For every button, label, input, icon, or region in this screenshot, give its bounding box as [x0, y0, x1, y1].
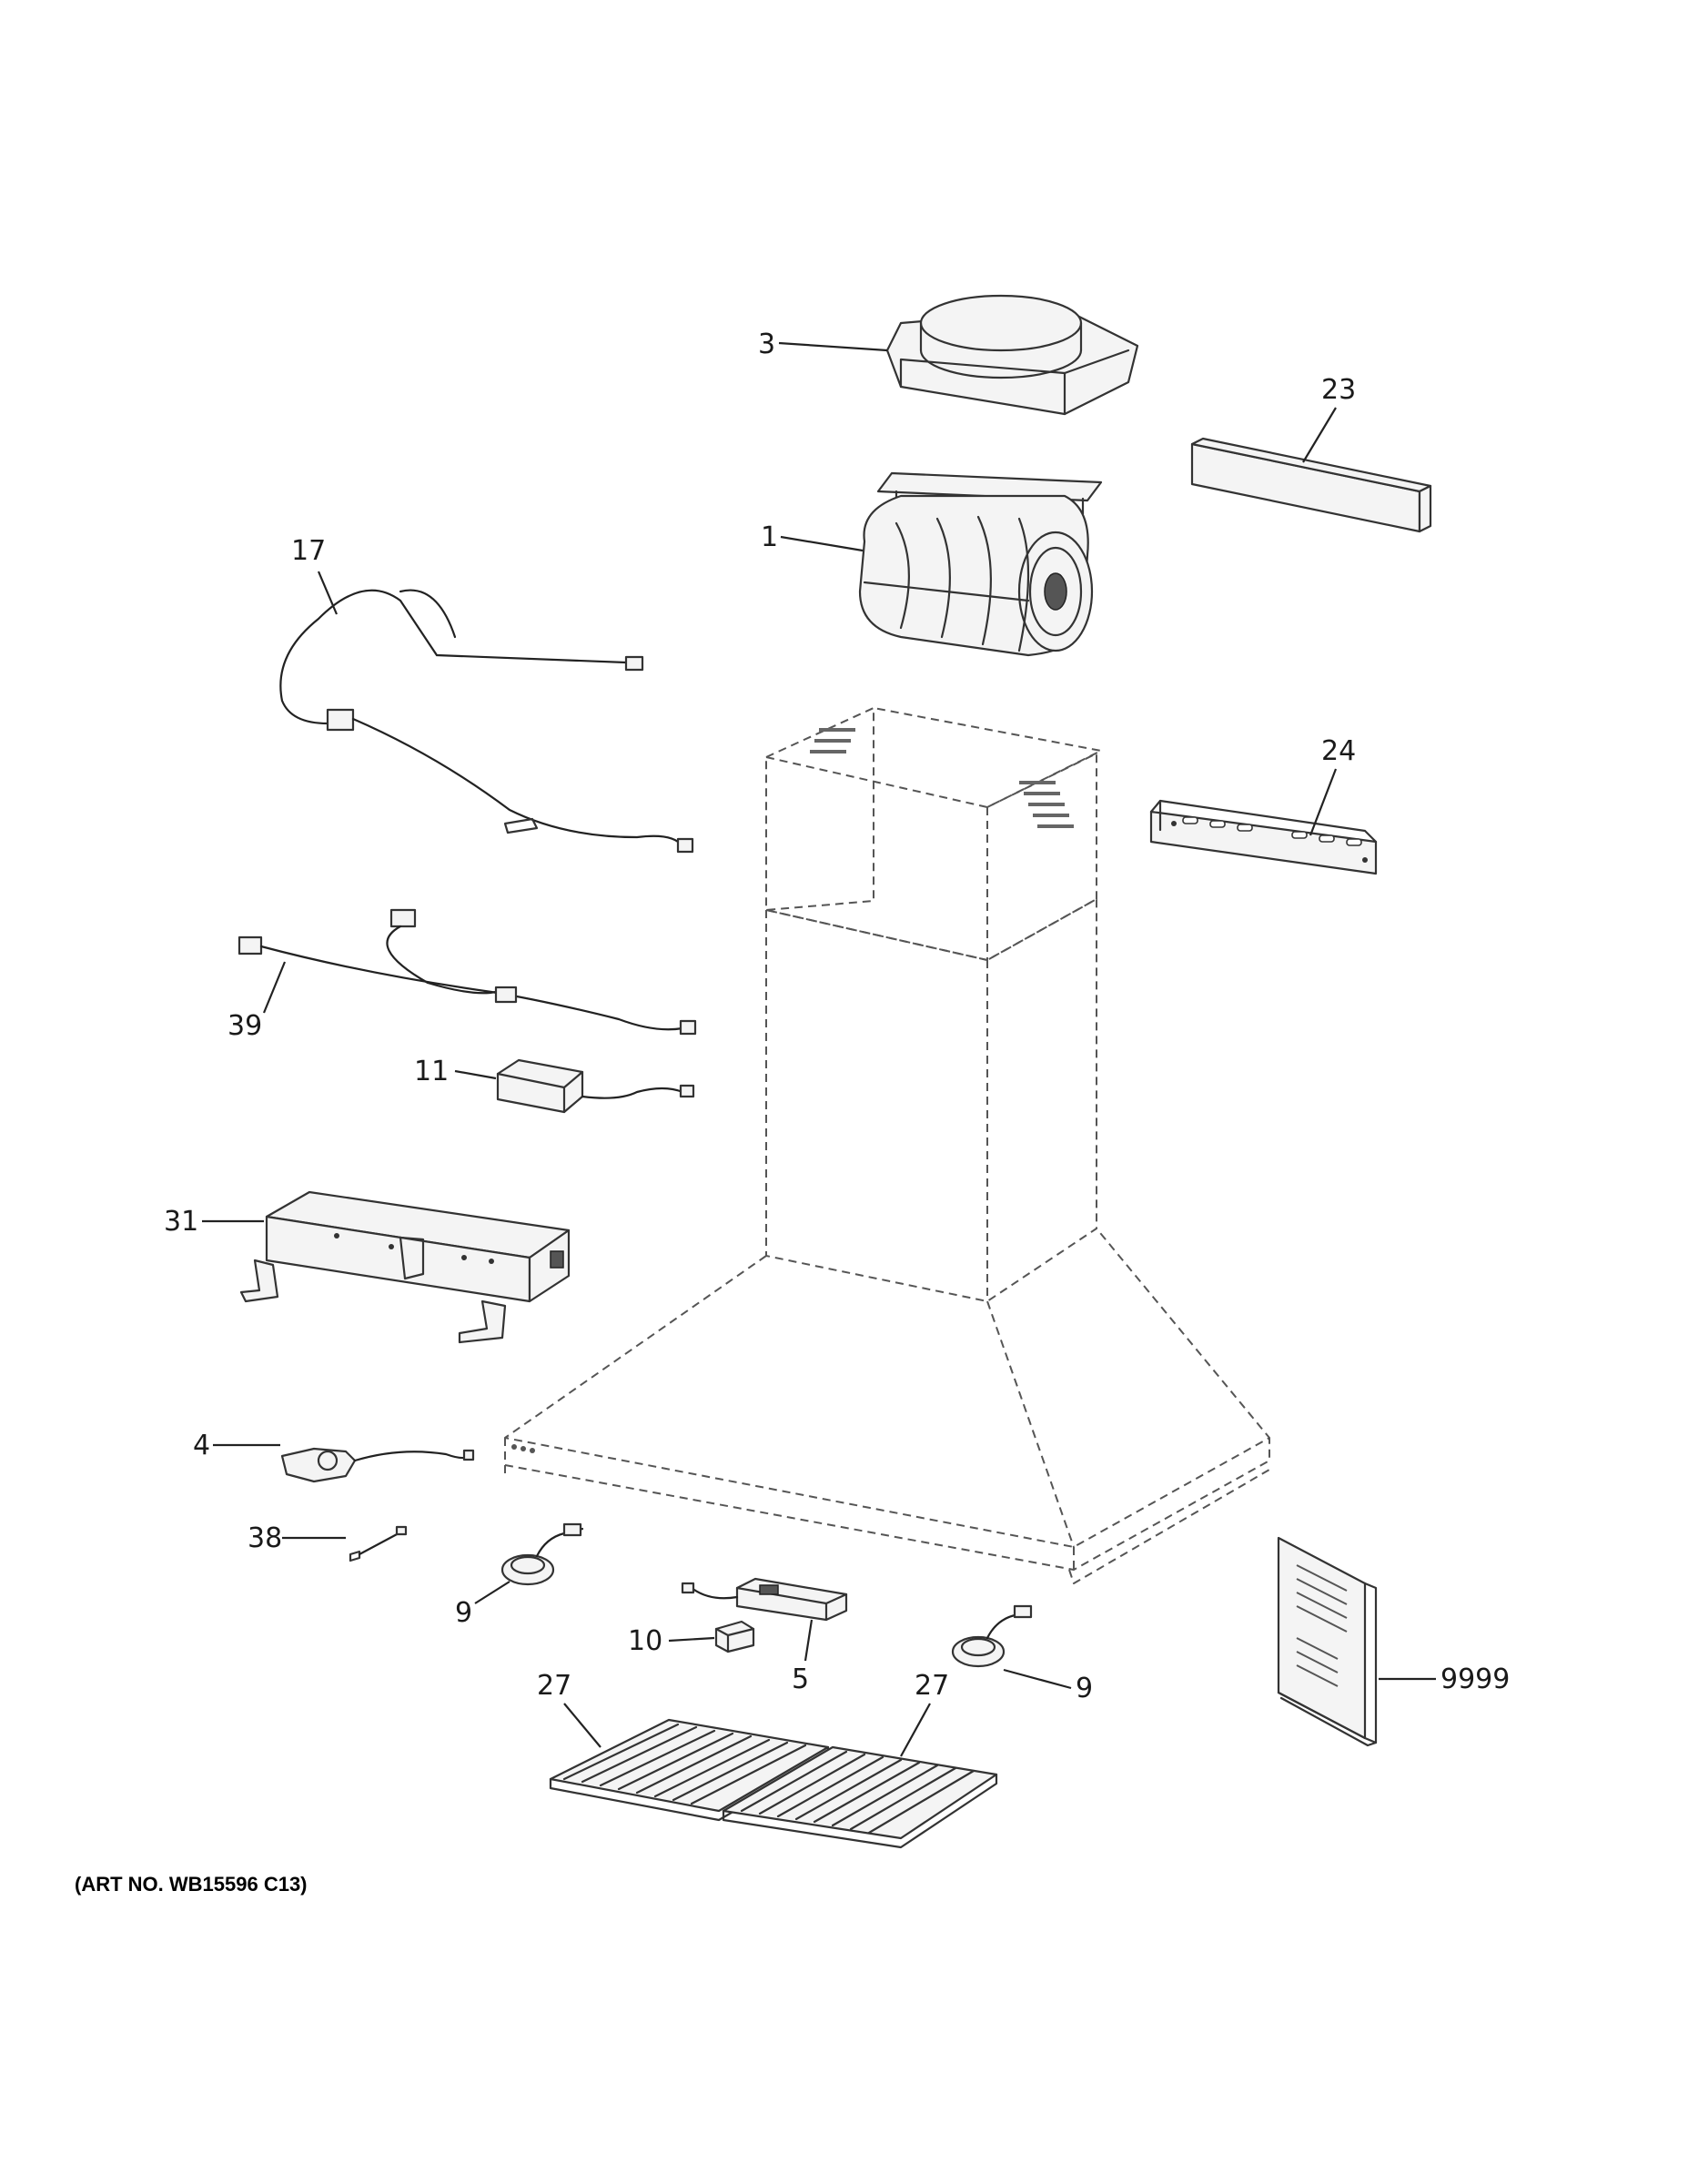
callout-39: 39 [227, 1010, 262, 1042]
owners-manual-part [1277, 1536, 1378, 1747]
callout-23: 23 [1321, 374, 1356, 406]
lamp-socket-part [500, 1522, 584, 1586]
blower-motor-part [858, 471, 1103, 657]
callout-10: 10 [628, 1625, 662, 1657]
art-number: (ART NO. WB15596 C13) [75, 1873, 308, 1896]
filler-bar-part [1190, 437, 1432, 533]
callout-9-right: 9 [1076, 1673, 1093, 1704]
callout-5: 5 [792, 1663, 809, 1695]
callout-9999: 9999 [1440, 1663, 1510, 1695]
callout-38: 38 [248, 1522, 282, 1554]
callout-27-right: 27 [915, 1670, 949, 1702]
callout-24: 24 [1321, 735, 1356, 767]
wire-harness-part [279, 589, 694, 854]
duct-adapter-part [885, 294, 1139, 416]
lamp-socket-part [951, 1604, 1033, 1668]
callout-11: 11 [414, 1056, 449, 1087]
connector-part [349, 1525, 408, 1562]
grease-filter-part [722, 1745, 998, 1849]
control-module-part [496, 1058, 695, 1114]
callout-3: 3 [758, 329, 775, 360]
switch-assembly-part [280, 1447, 475, 1483]
callout-9-left: 9 [455, 1597, 472, 1629]
leader-lines [202, 341, 1436, 1757]
hood-body-outline [504, 707, 1270, 1584]
mounting-bracket-part [1149, 799, 1378, 875]
electrical-box-part [239, 1190, 571, 1344]
callout-1: 1 [761, 521, 778, 553]
wire-harness-part [238, 908, 697, 1036]
callout-27-left: 27 [537, 1670, 571, 1702]
callout-4: 4 [193, 1430, 210, 1461]
callout-17: 17 [291, 535, 326, 567]
relay-part [714, 1620, 755, 1653]
control-board-part [681, 1577, 848, 1622]
callout-31: 31 [164, 1206, 198, 1238]
